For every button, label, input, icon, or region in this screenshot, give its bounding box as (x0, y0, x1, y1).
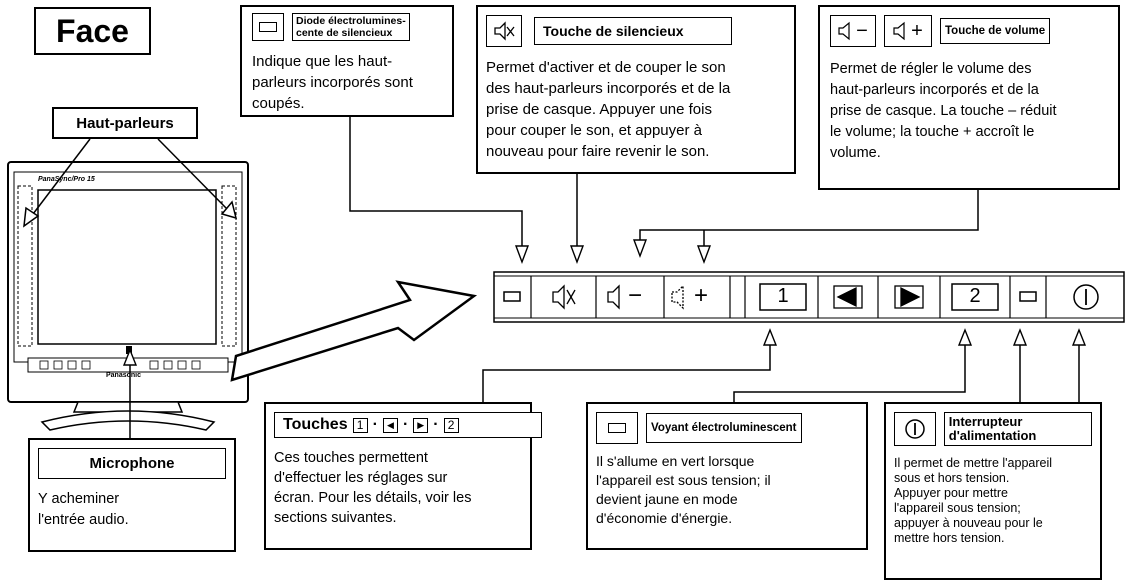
key-2-icon: 2 (443, 417, 459, 433)
monitor-brand-label: Panasonic (106, 372, 142, 379)
power-title: Interrupteur d'alimentation (943, 412, 1092, 446)
monitor-model-label: PanaSync/Pro 15 (38, 176, 95, 183)
control-panel-strip (493, 271, 1125, 323)
volume-up-icon (893, 21, 905, 41)
right-speaker-grille (221, 185, 237, 347)
left-arrow-key-icon: ◀ (382, 417, 398, 433)
speakers-label: Haut-parleurs (76, 114, 174, 132)
volume-plus-sign: + (911, 19, 923, 42)
microphone-body: Y acheminer l'entrée audio. (38, 491, 129, 528)
zoom-arrow (230, 280, 478, 382)
face-title-box: Face (34, 7, 151, 55)
mute-key-box: Touche de silencieux Permet d'activer et… (476, 5, 796, 174)
mute-key-title: Touche de silencieux (534, 17, 732, 45)
diode-box: Diode électrolumines- cente de silencieu… (240, 5, 454, 117)
panel-key-2-box (951, 283, 999, 311)
right-arrow-key-icon: ▶ (413, 417, 429, 433)
mute-icon (486, 15, 522, 47)
mute-key-body: Permet d'activer et de couper le son des… (486, 59, 731, 160)
volume-minus-sign: − (856, 19, 868, 42)
led-icon (252, 13, 284, 41)
panel-right-key (894, 285, 924, 309)
microphone-jack (126, 346, 132, 354)
monitor-screen (37, 189, 217, 345)
monitor-stand (72, 401, 184, 413)
microphone-box: Microphone Y acheminer l'entrée audio. (28, 438, 236, 552)
power-icon (905, 419, 925, 439)
panel-power-led (1019, 291, 1037, 302)
panel-vol-plus-speaker (671, 284, 684, 310)
monitor-base (40, 410, 216, 431)
panel-vol-plus-label: + (694, 282, 709, 309)
microphone-title: Microphone (38, 448, 226, 479)
speakers-label-box: Haut-parleurs (52, 107, 198, 139)
touches-sep-1: · (372, 416, 378, 433)
touches-sep-3: · (433, 416, 439, 433)
touches-title: Touches (283, 416, 348, 433)
face-title: Face (56, 12, 129, 49)
panel-key-1-label: 1 (777, 285, 789, 307)
voyant-body: Il s'allume en vert lorsque l'appareil e… (596, 453, 771, 526)
volume-plus-icon-box: + (884, 15, 932, 47)
panel-key-2-label: 2 (969, 285, 981, 307)
volume-key-title: Touche de volume (940, 18, 1051, 44)
volume-minus-icon-box: − (830, 15, 876, 47)
volume-down-icon (838, 21, 850, 41)
panel-vol-minus-label: − (628, 282, 643, 309)
panel-vol-minus-speaker (607, 284, 620, 310)
diode-body: Indique que les haut- parleurs incorporé… (252, 53, 413, 112)
power-led-icon (596, 412, 638, 444)
key-1-icon: 1 (352, 417, 368, 433)
touches-body: Ces touches permettent d'effectuer les r… (274, 450, 472, 526)
panel-key-1-box (759, 283, 807, 311)
power-icon-box (894, 412, 936, 446)
left-speaker-grille (17, 185, 33, 347)
volume-key-box: − + Touche de volume Permet de régler le… (818, 5, 1120, 190)
power-body: Il permet de mettre l'appareil sous et h… (894, 456, 1053, 545)
volume-key-body: Permet de régler le volume des haut-parl… (830, 61, 1057, 161)
power-box: Interrupteur d'alimentation Il permet de… (884, 402, 1102, 580)
diode-title: Diode électrolumines- cente de silencieu… (292, 13, 410, 41)
panel-mute-led (503, 291, 521, 302)
voyant-box: Voyant électroluminescent Il s'allume en… (586, 402, 868, 550)
panel-left-key (833, 285, 863, 309)
touches-sep-2: · (402, 416, 409, 433)
panel-mute-icon (552, 284, 576, 310)
monitor-mini-buttons (39, 360, 201, 370)
touches-box: Touches 1 · ◀ · ▶ · 2 Ces touches permet… (264, 402, 542, 550)
voyant-title: Voyant électroluminescent (646, 413, 802, 443)
touches-title-box: Touches 1 · ◀ · ▶ · 2 (274, 412, 542, 438)
